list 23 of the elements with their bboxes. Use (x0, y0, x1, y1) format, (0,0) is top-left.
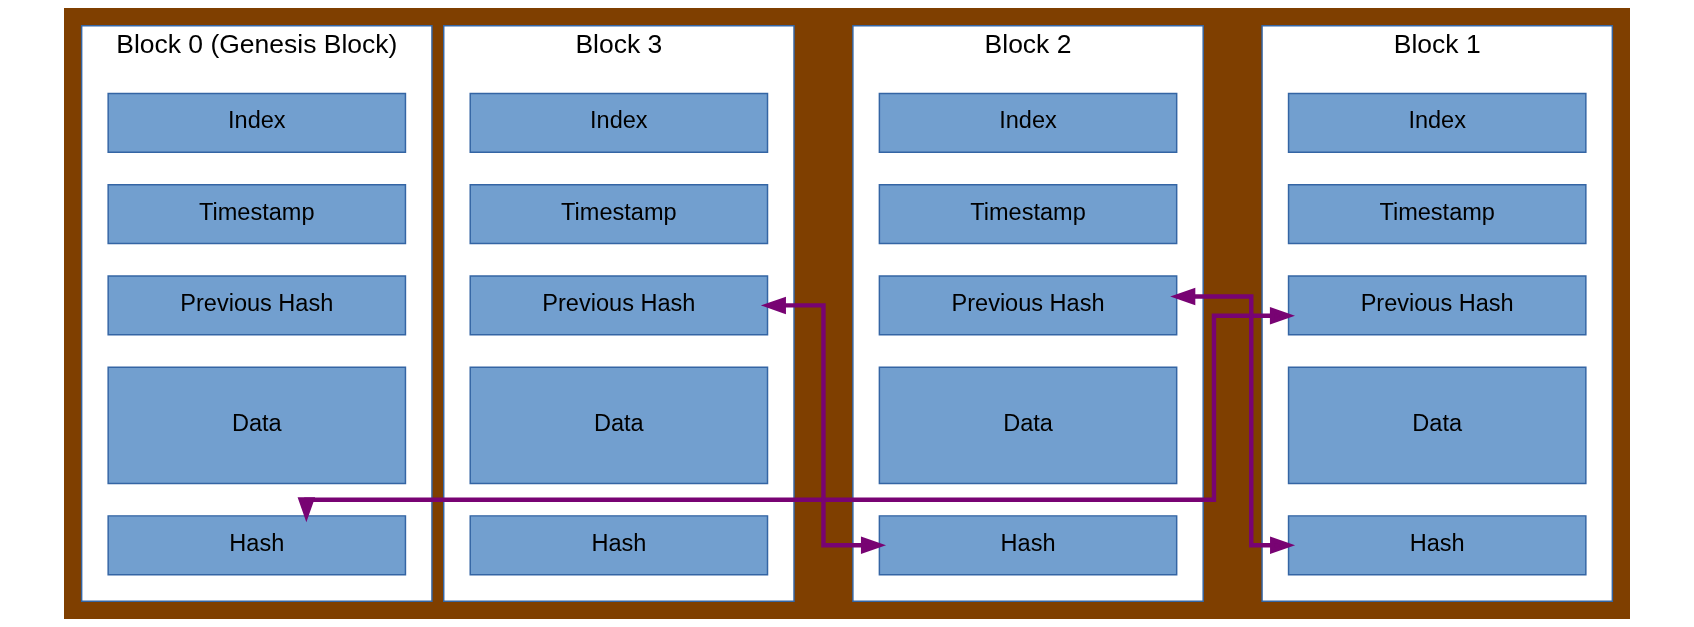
node-box: Previous Hash (878, 275, 1178, 336)
node-box: Timestamp (1287, 184, 1587, 245)
node-box: Data (878, 366, 1178, 485)
arrow (297, 306, 1295, 523)
node-box: Previous Hash (469, 275, 769, 336)
node-box: Hash (107, 515, 407, 576)
node-box: Hash (469, 515, 769, 576)
node-box: Index (107, 92, 407, 154)
node-box: Index (1287, 92, 1587, 154)
node-box: Hash (1287, 515, 1587, 576)
node-box: Previous Hash (107, 275, 407, 336)
node-box: Index (878, 92, 1178, 154)
node-box: Index (469, 92, 769, 154)
node-box: Data (1287, 366, 1587, 485)
node-box: Timestamp (469, 184, 769, 245)
node-box: Timestamp (107, 184, 407, 245)
node-box: Timestamp (878, 184, 1178, 245)
node-box: Previous Hash (1287, 275, 1587, 336)
node-box: Data (107, 366, 407, 485)
node-box: Hash (878, 515, 1178, 576)
node-box: Data (469, 366, 769, 485)
arrow (1170, 287, 1296, 555)
arrow (760, 296, 887, 555)
